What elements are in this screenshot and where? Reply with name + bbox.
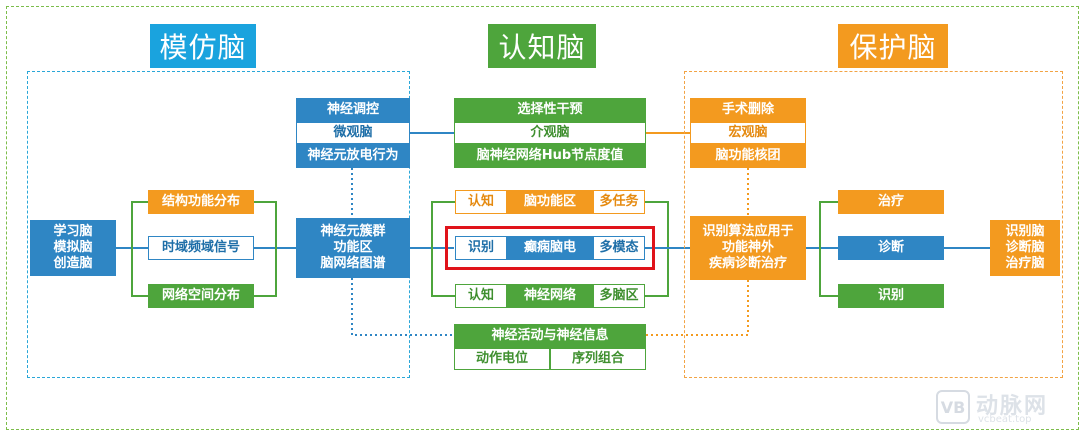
diagnose-brain-line: 诊断脑	[1005, 240, 1045, 255]
row1-multitask-box: 多任务	[593, 190, 645, 214]
surgical-removal-box: 手术删除	[690, 98, 806, 122]
treat-brain-line: 治疗脑	[1005, 256, 1045, 271]
row2-multimodal-box: 多模态	[593, 236, 645, 260]
highlight-frame	[445, 226, 655, 270]
watermark: VB 动脉网 vcbeat.top	[936, 388, 1076, 428]
protection-brains-box: 识别脑 诊断脑 治疗脑	[990, 220, 1060, 276]
micro-brain-box: 微观脑	[296, 122, 410, 144]
watermark-logo: VB	[936, 390, 970, 424]
header-cognitive-brain: 认知脑	[488, 24, 596, 68]
row2-identify-box: 识别	[455, 236, 507, 260]
hub-node-degree-box: 脑神经网络Hub节点度值	[454, 144, 646, 168]
action-potential-box: 动作电位	[454, 348, 550, 370]
row3-neural-network-box: 神经网络	[507, 284, 593, 308]
row2-epilepsy-eeg-box: 癫痫脑电	[507, 236, 593, 260]
outer-frame	[6, 6, 1079, 430]
neuron-firing-box: 神经元放电行为	[296, 144, 410, 168]
protection-brain-region	[684, 71, 1063, 378]
sequence-combination-box: 序列组合	[550, 348, 646, 370]
neuron-cluster-box: 神经元簇群 功能区 脑网络图谱	[296, 218, 410, 278]
structure-function-box: 结构功能分布	[148, 190, 254, 214]
row1-cognition-box: 认知	[455, 190, 507, 214]
header-imitation-brain: 模仿脑	[150, 24, 256, 68]
functional-nucleus-box: 脑功能核团	[690, 144, 806, 168]
watermark-cn: 动脉网	[976, 394, 1049, 419]
algo-line-2: 功能神外	[721, 240, 774, 255]
algo-line-3: 疾病诊断治疗	[708, 256, 787, 271]
brain-network-atlas-line: 脑网络图谱	[320, 256, 386, 271]
neural-activity-box: 神经活动与神经信息	[454, 324, 646, 348]
learning-brain-line: 学习脑	[53, 224, 93, 239]
identification-box: 识别	[838, 284, 944, 308]
creation-brain-line: 创造脑	[53, 256, 93, 271]
treatment-box: 治疗	[838, 190, 944, 214]
algo-line-1: 识别算法应用于	[702, 224, 794, 239]
meso-brain-box: 介观脑	[454, 122, 646, 144]
row1-brain-area-box: 脑功能区	[507, 190, 593, 214]
functional-area-line: 功能区	[333, 240, 373, 255]
recognition-algorithm-box: 识别算法应用于 功能神外 疾病诊断治疗	[690, 216, 806, 280]
watermark-en: vcbeat.top	[978, 414, 1032, 425]
diagnosis-box: 诊断	[838, 236, 944, 260]
row3-multi-brain-area-box: 多脑区	[593, 284, 645, 308]
simulation-brain-line: 模拟脑	[53, 240, 93, 255]
macro-brain-box: 宏观脑	[690, 122, 806, 144]
learning-brain-box: 学习脑 模拟脑 创造脑	[30, 220, 116, 276]
header-protection-brain: 保护脑	[838, 24, 948, 68]
identify-brain-line: 识别脑	[1005, 224, 1045, 239]
network-space-box: 网络空间分布	[148, 284, 254, 308]
row3-cognition-box: 认知	[455, 284, 507, 308]
time-frequency-signal-box: 时域频域信号	[148, 236, 254, 260]
neuron-cluster-line: 神经元簇群	[320, 224, 386, 239]
selective-intervention-box: 选择性干预	[454, 98, 646, 122]
neuromodulation-box: 神经调控	[296, 98, 410, 122]
